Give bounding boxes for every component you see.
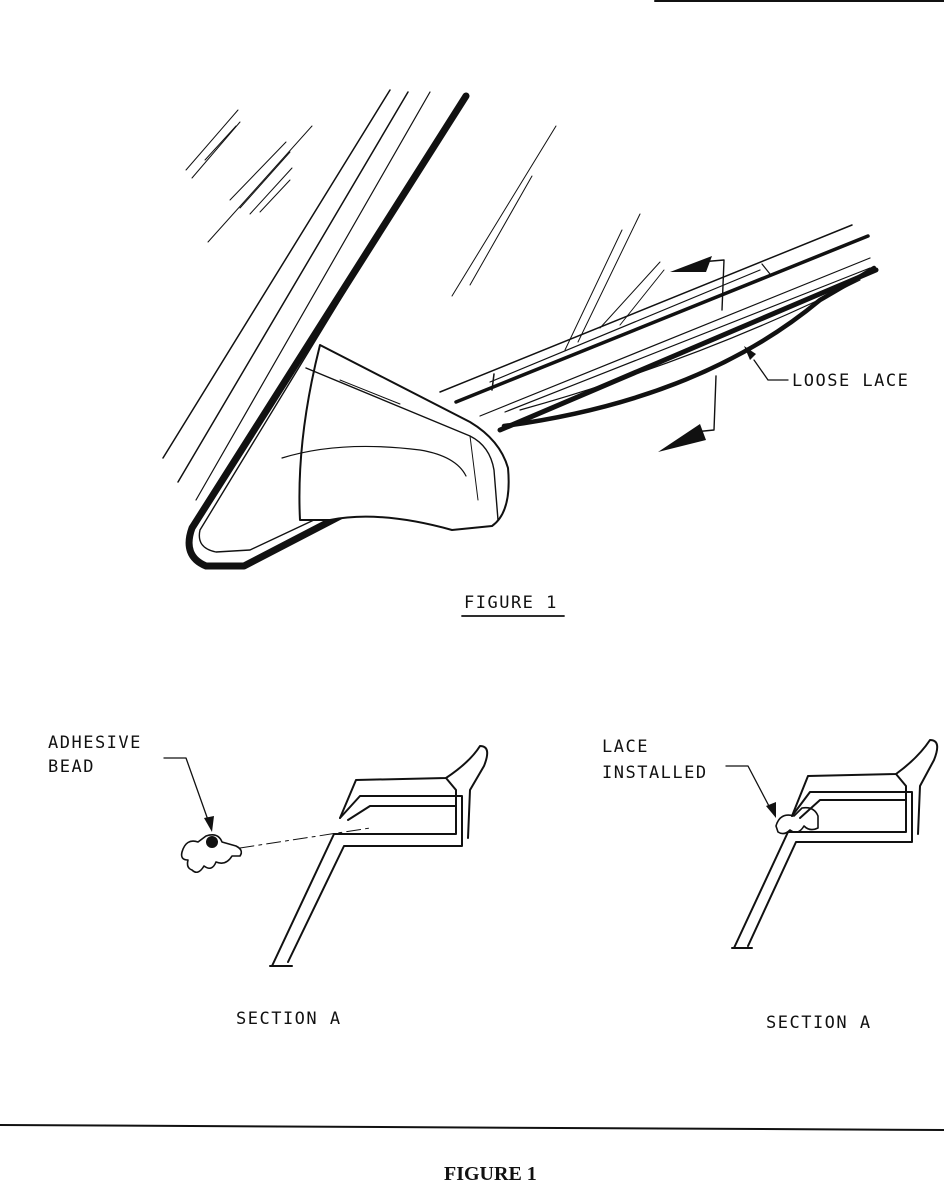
lace-installed-callout-line2: INSTALLED (602, 763, 708, 783)
loose-lace (501, 265, 877, 429)
adhesive-bead-dot (206, 836, 218, 848)
lace-profile-installed (775, 806, 819, 835)
section-a-right-caption: SECTION A (766, 1013, 872, 1033)
loose-lace-edge (519, 279, 861, 411)
frame-section-right (731, 739, 939, 949)
windshield-corner-illustration: LOOSE LACE FIGURE 1 (162, 89, 909, 617)
figure-1-title: FIGURE 1 (464, 593, 558, 613)
arrow-upper (670, 256, 725, 311)
section-a-right: LACE INSTALLED SECTION A (602, 737, 939, 1033)
frame-section-left (269, 745, 489, 967)
adhesive-bead-callout-line1: ADHESIVE (48, 733, 142, 753)
corner-bracket (281, 344, 510, 531)
page-caption: FIGURE 1 (444, 1163, 537, 1185)
bottom-rule (0, 1124, 944, 1131)
section-a-left: ADHESIVE BEAD SECTION A (48, 733, 489, 1029)
door-upper-rail (439, 224, 879, 433)
reveal-molding-inner (198, 115, 453, 553)
lace-profile-detached (180, 834, 243, 874)
section-a-left-caption: SECTION A (236, 1009, 342, 1029)
lace-installed-leader (725, 765, 771, 809)
pillar-edge-lines (162, 89, 431, 501)
loose-lace-callout: LOOSE LACE (792, 371, 909, 391)
adhesive-bead-leader (163, 757, 209, 821)
glass-reflection-marks (185, 109, 665, 351)
arrow-lower (658, 375, 717, 452)
loose-lace-leader (753, 359, 789, 381)
lace-installed-callout-line1: LACE (602, 737, 649, 757)
installation-path-line (239, 827, 371, 849)
reveal-molding (185, 92, 470, 570)
adhesive-bead-callout-line2: BEAD (48, 757, 95, 777)
